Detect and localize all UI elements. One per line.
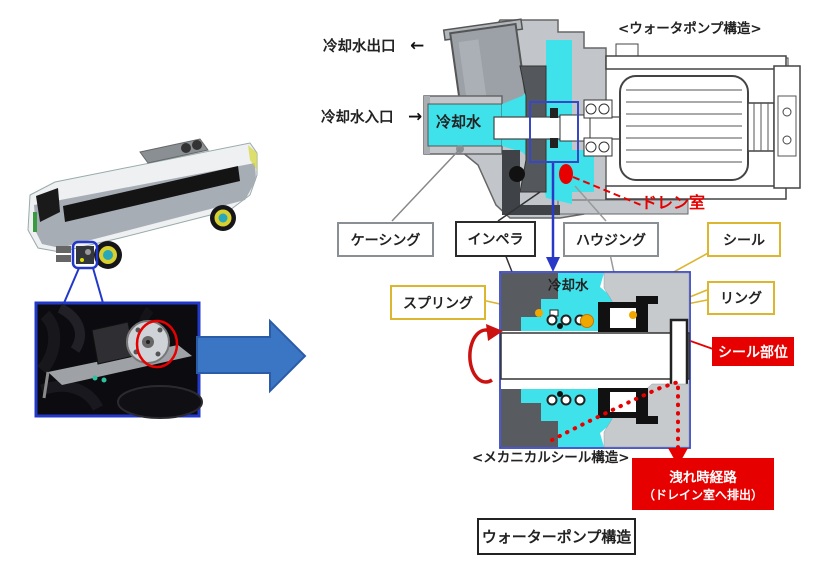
inlet-direction-arrow-icon: → <box>408 107 423 127</box>
outlet-direction-arrow-icon: ← <box>410 36 425 56</box>
coolant-text-upper: 冷却水 <box>436 113 482 131</box>
seal-shaft <box>500 332 690 380</box>
leak-path-label: 洩れ時経路 （ドレイン室へ排出） <box>632 458 774 510</box>
motor-assembly <box>605 43 801 200</box>
bus-front-wheel <box>210 205 236 231</box>
bus-illustration <box>27 138 258 304</box>
engine-photo <box>34 301 203 419</box>
bus-rear-wheel <box>94 241 122 269</box>
drain-chamber-marker <box>559 164 573 184</box>
casing-label: ケーシング <box>337 222 434 257</box>
seal-zone-outline <box>529 101 579 163</box>
bus-pump-highlight <box>71 240 99 270</box>
impeller-label: インペラ <box>455 221 536 257</box>
pump-structure-title: <ウォータポンプ構造> <box>618 21 762 37</box>
mechanical-seal-caption: <メカニカルシール構造> <box>472 450 630 466</box>
seal-label: シール <box>707 222 781 257</box>
coolant-text-lower: 冷却水 <box>548 278 589 294</box>
outlet-pipe <box>442 18 528 114</box>
bottom-title-box: ウォーターポンプ構造 <box>477 518 636 555</box>
coolant-inlet-label: 冷却水入口 <box>321 110 394 126</box>
drain-chamber-label: ドレン室 <box>641 193 706 212</box>
spring-label: スプリング <box>390 285 486 320</box>
bearings <box>583 99 613 157</box>
housing-label: ハウジング <box>563 222 659 257</box>
mechanical-seal-detail <box>468 271 691 466</box>
pump-cross-section <box>423 18 801 272</box>
seal-part-label: シール部位 <box>712 337 794 366</box>
ring-label: リング <box>707 281 775 315</box>
pump-red-circle-annotation <box>135 319 179 369</box>
big-right-arrow <box>196 318 307 394</box>
coolant-outlet-label: 冷却水出口 <box>323 39 396 55</box>
leak-path <box>550 379 680 452</box>
rotation-arrow <box>468 328 493 384</box>
